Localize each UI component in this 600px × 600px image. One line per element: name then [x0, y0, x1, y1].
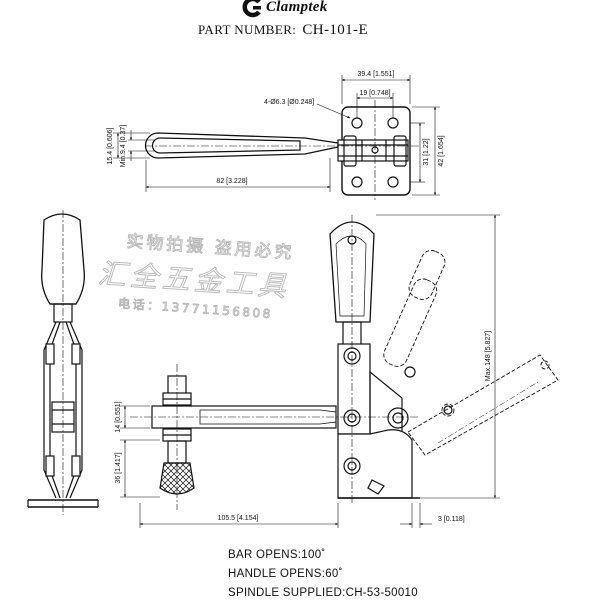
dim-width-holes: 19 [0.748]: [359, 90, 390, 97]
dim-width-overall: 39.4 [1.551]: [358, 71, 395, 78]
dim-height-holes: 31 [1.22]: [423, 138, 430, 165]
brand-name: Clamptek: [266, 0, 328, 15]
open-bar-phantom: [407, 354, 559, 456]
top-view: [144, 100, 420, 200]
mount-hole: [387, 117, 399, 129]
watermark: 实物拍摄 盗用必究 汇全五金工具 电话：13771156808: [97, 231, 296, 321]
top-handle-inner: [151, 137, 301, 154]
part-number-value: CH-101-E: [302, 22, 369, 38]
spec-spindle: SPINDLE SUPPLIED:CH-53-50010: [228, 587, 418, 599]
dim-height-overall: 42 [1.654]: [438, 135, 445, 166]
spec-handle-opens: HANDLE OPENS:60˚: [228, 568, 343, 580]
side-grip: [329, 221, 375, 323]
side-view: [130, 215, 559, 510]
dim-bar-reach: 105.5 [4.154]: [218, 515, 259, 522]
dim-bar-height: 14 [0.551]: [115, 401, 122, 432]
open-handle-phantom: [383, 250, 446, 367]
mount-hole: [351, 176, 363, 188]
side-view-dimensions: [120, 214, 500, 528]
mount-hole: [387, 176, 399, 188]
dim-base-offset: 3 [0.118]: [438, 516, 465, 523]
part-number-label: PART NUMBER:: [198, 22, 297, 37]
dim-spindle-height: 36 [1.417]: [115, 452, 122, 483]
dim-max-height: Max.148 [5.827]: [485, 331, 492, 381]
spec-bar-opens: BAR OPENS:100˚: [228, 549, 326, 561]
watermark-line1: 实物拍摄 盗用必究: [126, 232, 295, 264]
mount-hole: [351, 117, 363, 129]
top-view-dim-labels: 39.4 [1.551] 19 [0.748] 4-Ø6.3 [Ø0.248] …: [107, 71, 445, 185]
side-view-dim-labels: 105.5 [4.154] 3 [0.118] 14 [0.551] 36 [1…: [115, 331, 492, 523]
top-handle-outer: [144, 132, 339, 159]
dim-handle-length: 82 [3.228]: [216, 178, 247, 185]
front-view: [27, 210, 99, 515]
clamptek-logo-icon: [242, 0, 261, 18]
dim-handle-width: 15.4 [0.606]: [107, 127, 114, 164]
top-view-dimensions: [113, 75, 440, 196]
dim-handle-min: Min.9.4 [0.37]: [120, 125, 127, 167]
brand-header: Clamptek: [242, 0, 328, 18]
dim-hole-spec: 4-Ø6.3 [Ø0.248]: [264, 99, 314, 106]
part-number-line: PART NUMBER: CH-101-E: [198, 22, 368, 39]
front-grip: [41, 213, 85, 305]
